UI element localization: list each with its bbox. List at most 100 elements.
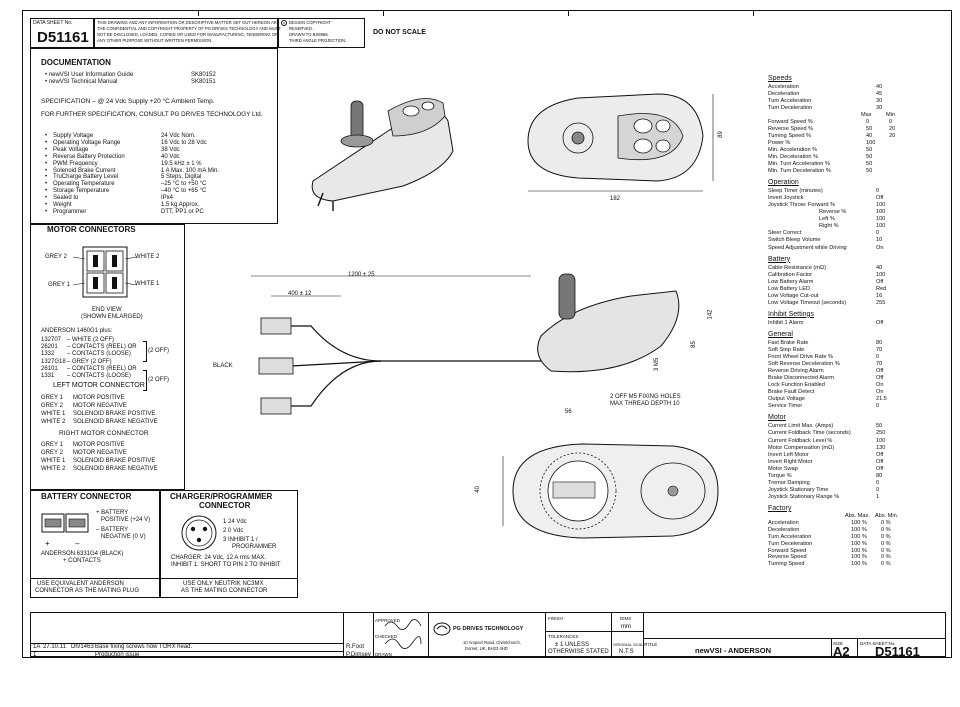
param-label: Right %: [819, 223, 839, 230]
charger-pin-2: 2 0 Vdc: [223, 528, 244, 534]
param-label: Turn Deceleration: [768, 105, 813, 112]
spec-bullet: •: [45, 181, 48, 188]
param-label: Fast Brake Rate: [768, 339, 809, 346]
param-label: Brake Disconnected Alarm: [768, 375, 834, 382]
param-label: Brake Fault Detect: [768, 389, 815, 396]
factory-max: 100 %: [851, 519, 867, 526]
pin-function: MOTOR POSITIVE: [73, 395, 125, 401]
param-label: Turn Acceleration: [768, 98, 812, 105]
factory-min: 0 %: [881, 547, 891, 554]
param-min: 20: [889, 125, 896, 132]
param-label: Sleep Timer (minutes): [768, 188, 823, 195]
spec-bullet: •: [45, 146, 48, 153]
size-label: SIZE: [833, 641, 844, 646]
dim-182: 182: [610, 196, 621, 202]
spec-row-label: Weight: [53, 202, 72, 208]
param-label: Reverse Driving Alarm: [768, 368, 824, 375]
param-value: 50: [876, 423, 883, 430]
shown-enlarged-label: (SHOWN ENLARGED): [81, 314, 143, 320]
divider: [160, 578, 298, 579]
param-value: 80: [876, 339, 883, 346]
factory-label: Turn Deceleration: [768, 540, 813, 547]
tolerance-2: OTHERWISE STATED: [548, 649, 609, 655]
param-value: On: [876, 244, 884, 251]
param-value: 16: [876, 292, 883, 299]
ds-label: DATA SHEET No.: [860, 641, 896, 646]
param-value: 70: [876, 361, 883, 368]
motor-part-code: 1332: [41, 351, 55, 358]
motor-part-code: 26201: [41, 344, 58, 351]
param-max: 0: [866, 118, 870, 125]
param-value: 30: [876, 105, 883, 112]
factory-max: 100 %: [851, 547, 867, 554]
notice-line-4: ANY OTHER PURPOSE WITHOUT WRITTEN PERMIS…: [97, 38, 213, 43]
drawn-label: DRAWN: [375, 652, 392, 657]
data-sheet-label: DATA SHEET No.: [33, 20, 73, 26]
battery-pos-2: POSITIVE (+24 V): [101, 517, 151, 523]
spec-row-label: Reverse Battery Protection: [53, 153, 125, 160]
param-label: Joystick Stationary Range %: [768, 493, 840, 500]
name-1: R.Foot: [346, 644, 365, 650]
rev-row-line: [30, 651, 343, 652]
battery-note-2: CONNECTOR AS THE MATING PLUG: [35, 588, 140, 594]
motor-part-code: 26101: [41, 365, 58, 372]
param-max: 40: [866, 132, 873, 139]
abs-min-header: Abs. Min.: [875, 512, 899, 519]
battery-neg-2: NEGATIVE (0 V): [101, 534, 146, 540]
label-black: BLACK: [213, 363, 233, 369]
charger-socket-icon: [181, 515, 217, 551]
param-label: Min. Turn Acceleration %: [768, 161, 830, 167]
motor-connectors-box: [30, 224, 185, 490]
drawing-title: newVSI - ANDERSON: [695, 646, 771, 655]
pin-function: MOTOR NEGATIVE: [73, 403, 127, 409]
charger-connector-box: [160, 490, 298, 598]
divider: [373, 612, 374, 657]
factory-label: Turning Speed: [768, 561, 805, 568]
param-value: 100: [876, 223, 886, 230]
spec-row-value: 24 Vdc Nom.: [161, 133, 196, 139]
spec-bullet: •: [45, 167, 48, 174]
title-block: [30, 612, 946, 657]
checked-label: CHECKED: [375, 634, 398, 639]
param-value: 100: [876, 209, 886, 216]
param-value: 0: [876, 354, 880, 360]
rev-row-line: [30, 643, 343, 644]
motor-part-desc: – CONTACTS (LOOSE): [67, 373, 131, 379]
param-value: Off: [876, 319, 884, 326]
param-value: 70: [876, 346, 883, 353]
param-min: 0: [889, 118, 893, 125]
spec-bullet: •: [45, 153, 48, 160]
param-value: Red: [876, 285, 887, 292]
company-address-1: 10 Ampeel Road, Christchurch,: [463, 640, 521, 645]
param-value: 30: [876, 98, 883, 105]
param-value: Off: [876, 465, 884, 472]
bracket: [143, 370, 147, 391]
factory-label: Turn Acceleration: [768, 533, 812, 540]
doc-item-1-name: newVSI User Information Guide: [48, 72, 134, 78]
dim-142: 142: [707, 309, 714, 320]
rev-desc-2: Production issue: [95, 652, 140, 658]
dims-label: DIMS: [620, 616, 632, 621]
param-value: 0: [876, 486, 880, 493]
notice-line-2: THE CONFIDENTIAL AND COPYRIGHT PROPERTY …: [97, 26, 281, 31]
motor-part-desc: – GREY (2 OFF): [67, 358, 112, 365]
dim-85: 85: [690, 341, 697, 348]
company-logo-icon: [433, 622, 451, 636]
label-white1: WHITE 1: [135, 281, 160, 287]
charger-pin-3b: PROGRAMMER: [232, 544, 277, 550]
param-label: Invert Joystick: [768, 195, 804, 202]
section-factory-title: Factory: [768, 504, 792, 512]
motor-part-desc: – WHITE (2 OFF): [67, 337, 114, 343]
divider: [30, 578, 160, 579]
section-inhibit-title: Inhibit Settings: [768, 310, 814, 318]
controller-top-view: [527, 93, 714, 192]
notice-line-1: THIS DRAWING AND ANY INFORMATION OR DESC…: [97, 20, 280, 25]
param-value: 40: [876, 264, 883, 271]
max-header: Max: [861, 112, 872, 119]
param-min: 20: [889, 132, 896, 139]
divider: [545, 612, 546, 657]
section-operation-title: Operation: [768, 179, 799, 187]
doc-item-2: • newVSI Technical Manual: [45, 79, 118, 85]
battery-connector-icon: [41, 513, 89, 533]
param-value: 21.5: [876, 396, 887, 403]
